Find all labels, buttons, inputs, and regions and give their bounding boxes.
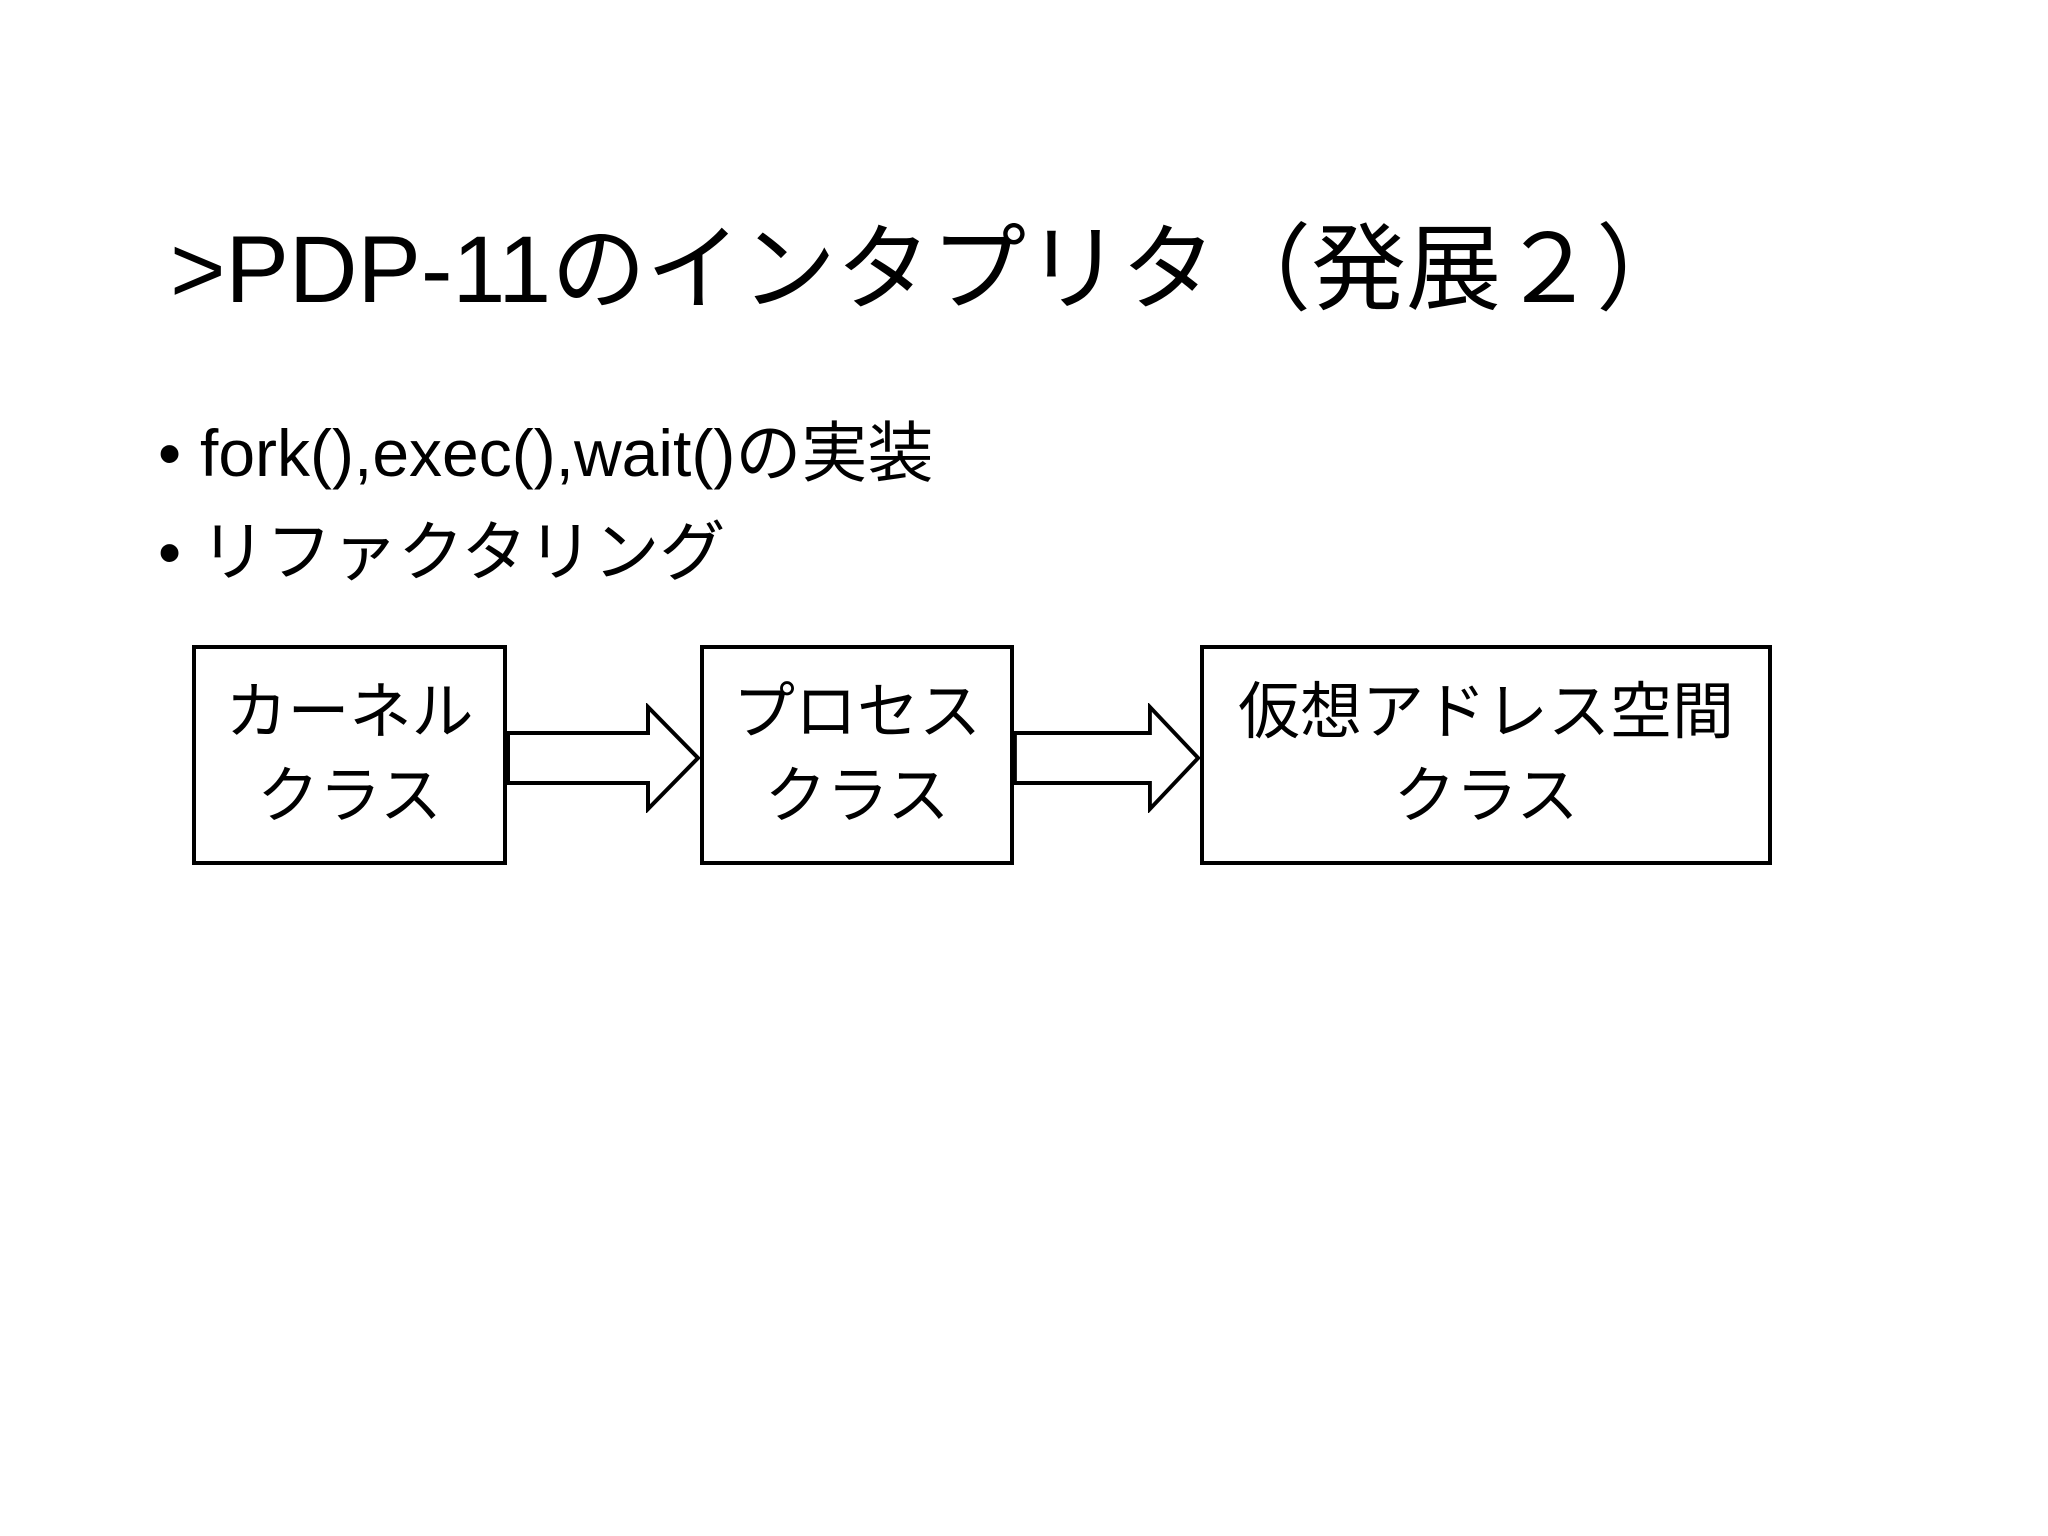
node-label-line1: 仮想アドレス空間 bbox=[1237, 678, 1734, 747]
right-block-arrow-icon bbox=[1013, 703, 1202, 813]
bullet-item: • fork(),exec(),wait()の実装 bbox=[158, 404, 933, 503]
bullet-text-fork-exec-wait: fork(),exec(),wait()の実装 bbox=[200, 416, 934, 490]
slide-title: >PDP-11のインタプリタ（発展２） bbox=[170, 216, 1692, 323]
diagram-node-process-class: プロセス クラス bbox=[700, 645, 1014, 865]
node-label-line1: プロセス bbox=[732, 678, 981, 747]
diagram-node-kernel-class: カーネル クラス bbox=[192, 645, 507, 865]
right-block-arrow-shape bbox=[506, 703, 701, 813]
bullet-marker-icon: • bbox=[158, 515, 182, 589]
right-block-arrow-icon bbox=[506, 703, 702, 813]
bullet-list: • fork(),exec(),wait()の実装 • リファクタリング bbox=[158, 404, 933, 602]
node-label-line2: クラス bbox=[1393, 762, 1579, 831]
bullet-item: • リファクタリング bbox=[158, 503, 933, 602]
diagram-node-virtual-address-space-class: 仮想アドレス空間 クラス bbox=[1200, 645, 1772, 865]
bullet-marker-icon: • bbox=[158, 416, 182, 490]
node-label-line2: クラス bbox=[257, 762, 442, 831]
node-label-line2: クラス bbox=[764, 762, 950, 831]
node-label-line1: カーネル bbox=[225, 678, 474, 747]
right-block-arrow-shape bbox=[1013, 703, 1201, 813]
bullet-text-refactoring: リファクタリング bbox=[200, 515, 726, 589]
